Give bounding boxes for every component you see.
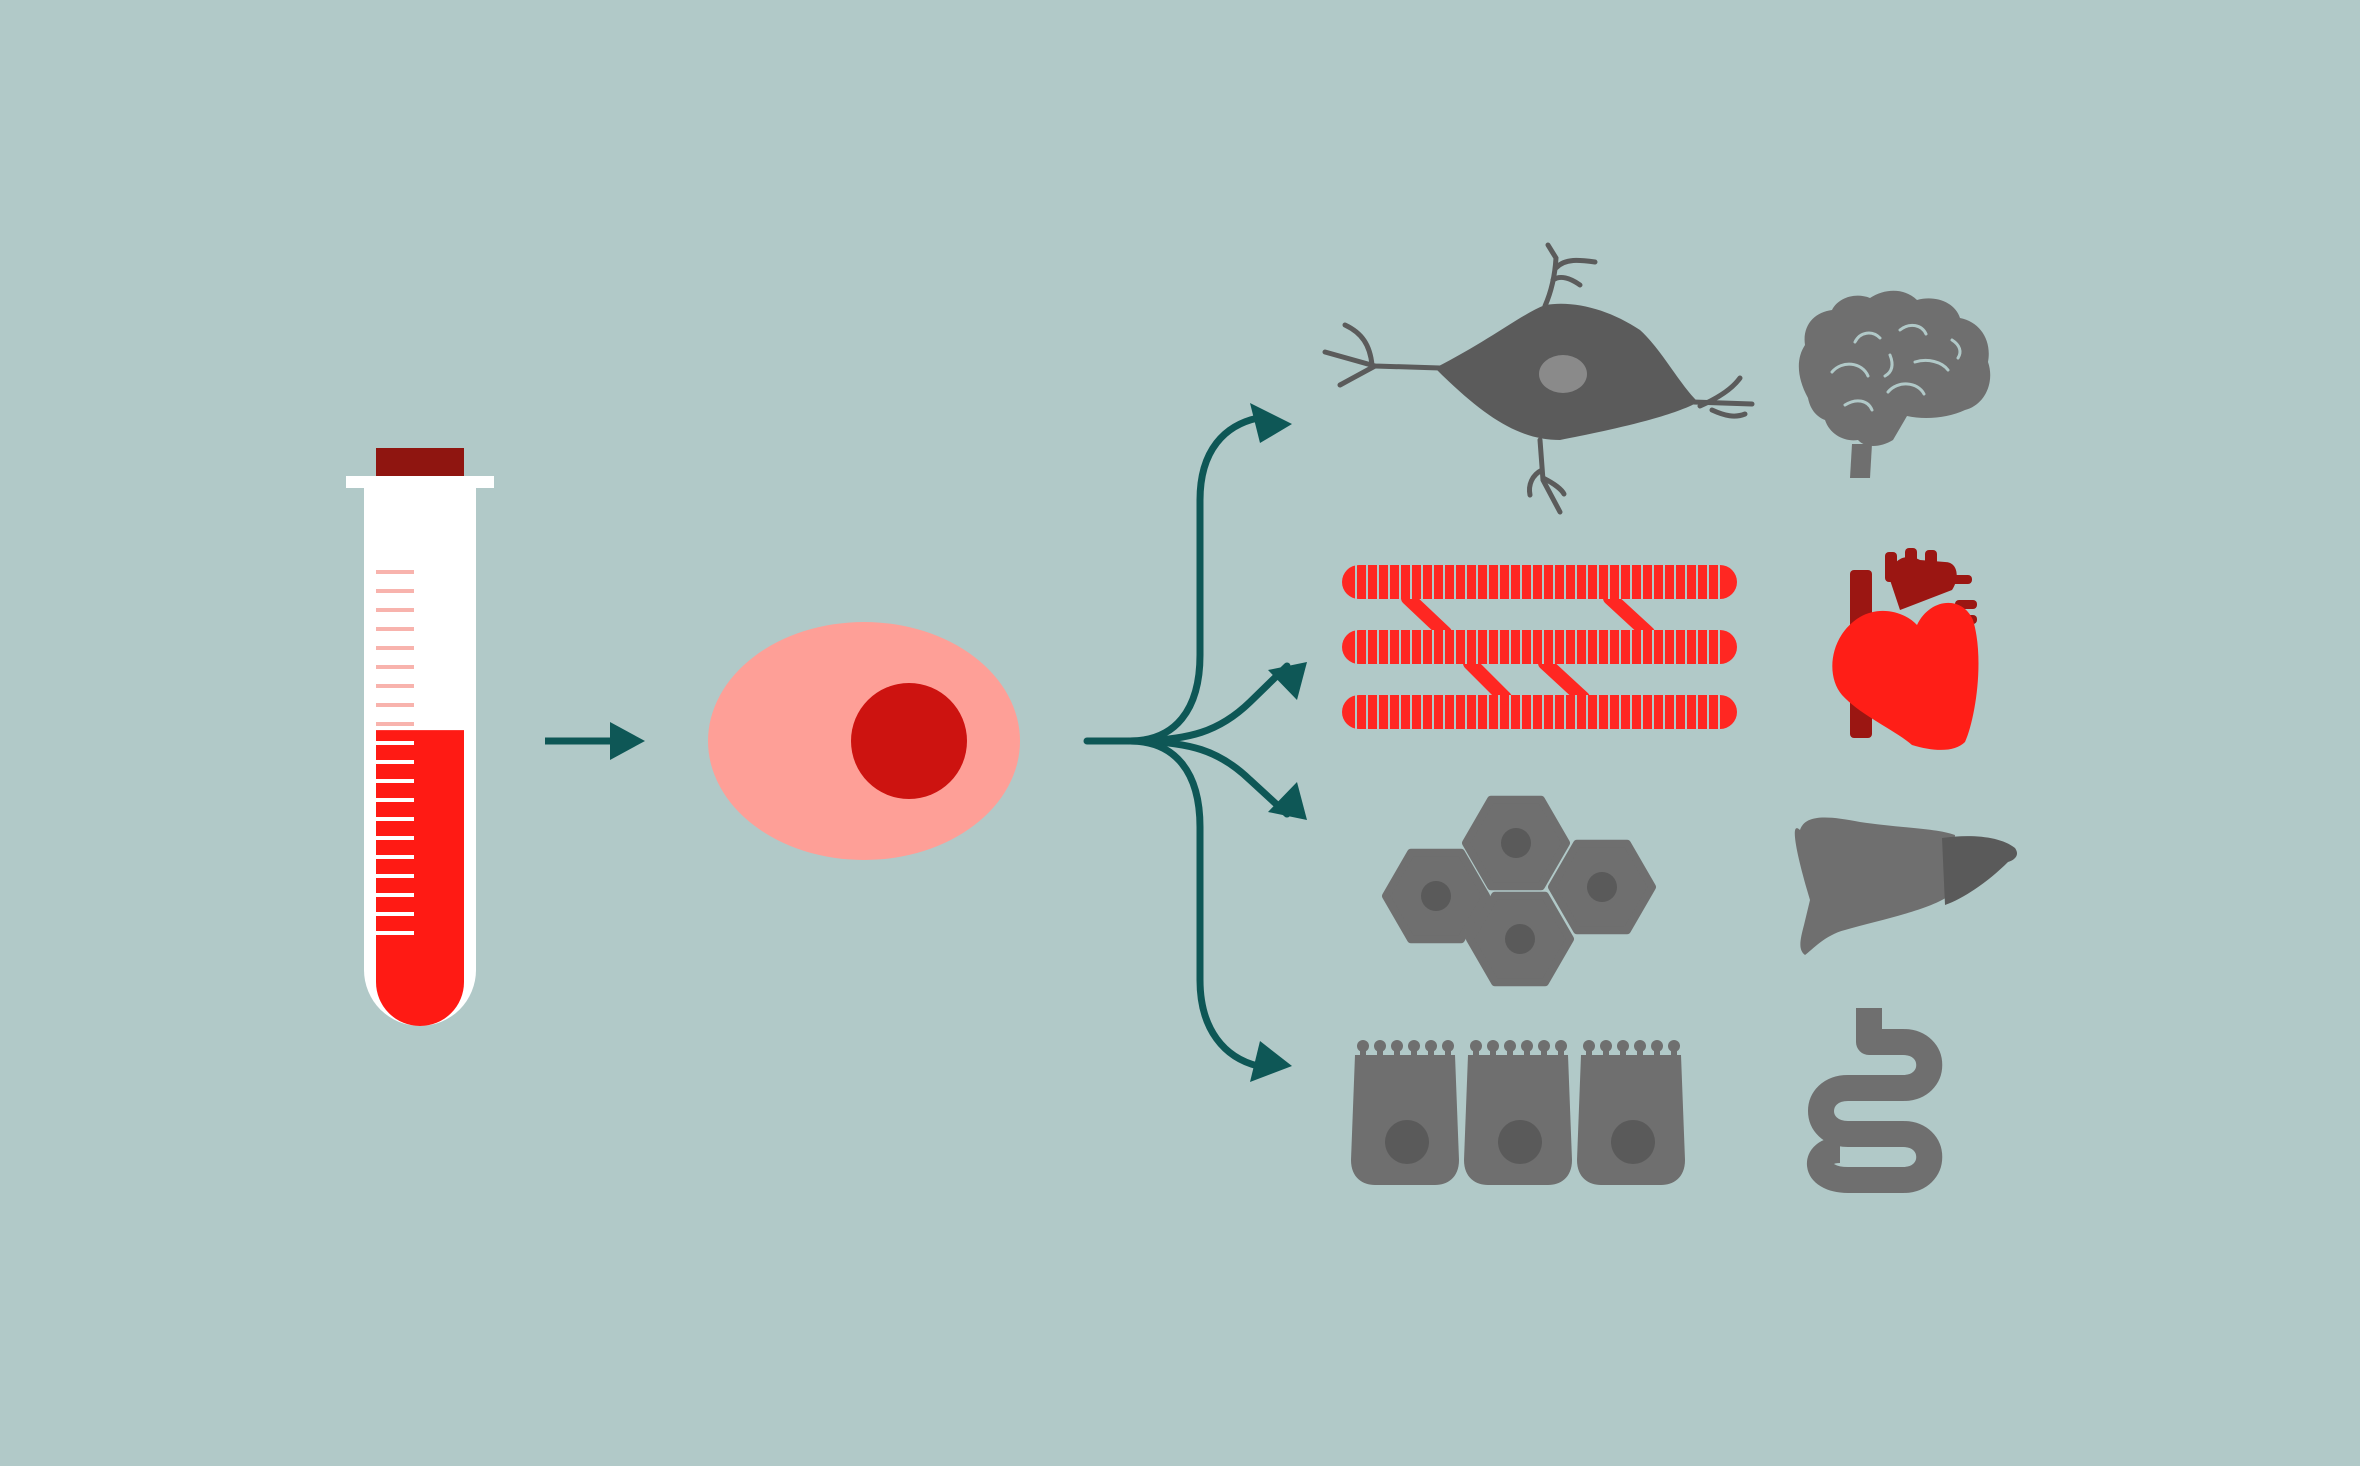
tube-graduation-marks	[376, 570, 414, 935]
branching-arrows	[1083, 414, 1291, 1070]
hepatocyte-cell	[1462, 795, 1570, 891]
hepatocyte-icon	[1382, 795, 1656, 987]
blood-sample-tube-icon	[346, 448, 494, 1026]
tube-cap	[376, 448, 464, 476]
brain-icon	[1798, 290, 1991, 478]
stem-cell-icon	[708, 622, 1020, 860]
tube-rim	[346, 476, 494, 488]
hepatocyte-cell	[1382, 848, 1490, 944]
epithelial-cell	[1464, 1040, 1572, 1185]
tube-blood	[376, 730, 464, 1026]
arrowheads	[1250, 403, 1307, 1082]
muscle-fiber-icon	[1342, 565, 1737, 729]
intestine-icon	[1807, 1008, 1943, 1193]
arrow-to-stem-cell	[545, 722, 645, 760]
hepatocyte-cell	[1466, 891, 1574, 987]
neuron-icon	[1322, 242, 1755, 515]
cell-nucleus	[851, 683, 967, 799]
epithelial-cell	[1577, 1040, 1685, 1185]
intestinal-epithelium-icon	[1351, 1040, 1685, 1185]
heart-icon	[1832, 548, 1979, 750]
hepatocyte-cell	[1548, 839, 1656, 935]
epithelial-cell	[1351, 1040, 1459, 1185]
liver-icon	[1794, 817, 2018, 955]
